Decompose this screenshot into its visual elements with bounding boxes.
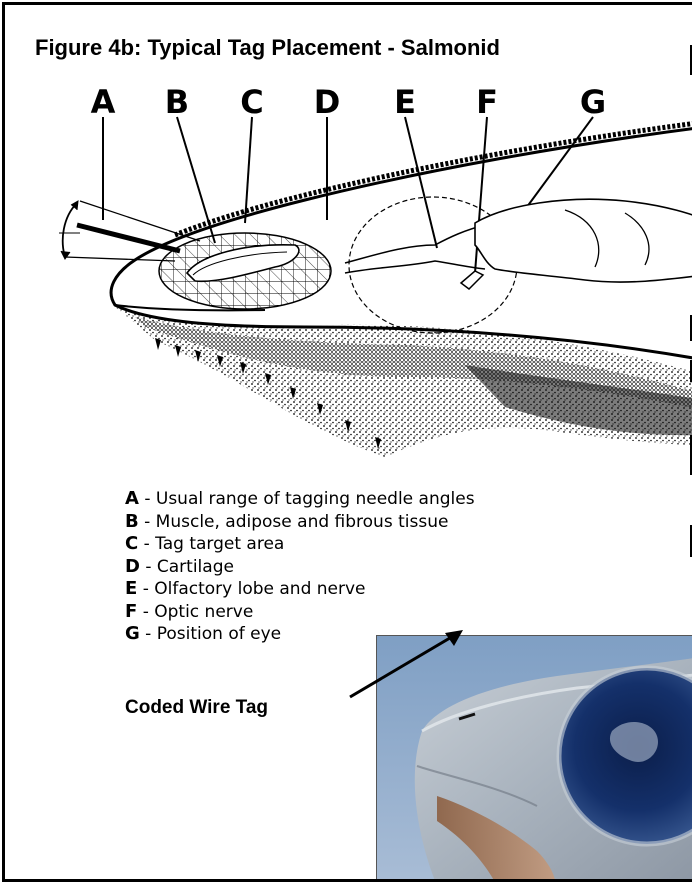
coded-wire-tag-label: Coded Wire Tag bbox=[125, 697, 268, 719]
tag-callout-arrow bbox=[5, 5, 692, 882]
